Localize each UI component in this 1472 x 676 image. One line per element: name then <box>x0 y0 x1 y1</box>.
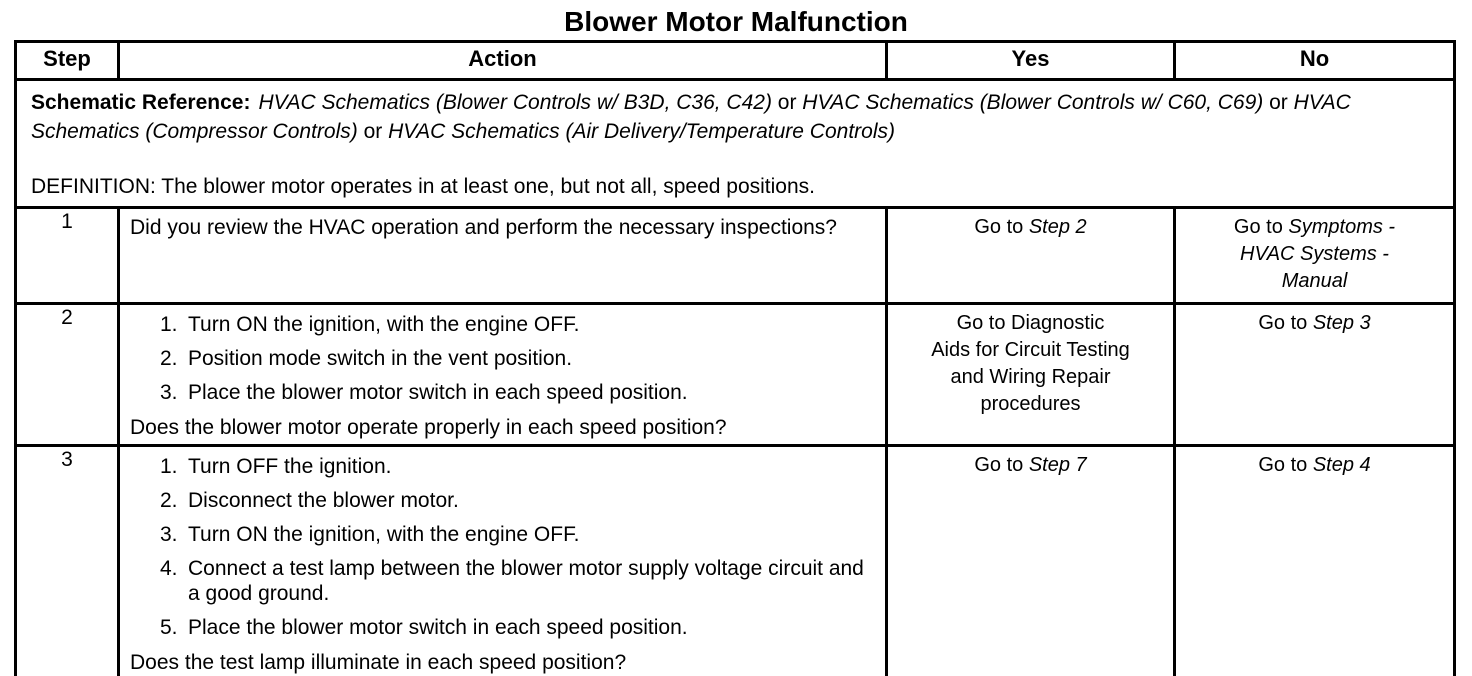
reference-cell: Schematic Reference: HVAC Schematics (Blo… <box>14 78 1456 209</box>
list-item-text: Position mode switch in the vent positio… <box>188 347 573 370</box>
action-question-1: Did you review the HVAC operation and pe… <box>130 216 837 239</box>
yes-cell-2: Go to Diagnostic Aids for Circuit Testin… <box>885 302 1176 447</box>
goto-prefix: Go to <box>1258 454 1313 476</box>
list-item-text: Turn ON the ignition, with the engine OF… <box>188 313 580 336</box>
list-item-number: 1. <box>160 455 178 478</box>
reference-row: Schematic Reference: HVAC Schematics (Blo… <box>14 78 1456 209</box>
list-item-text: Turn OFF the ignition. <box>188 455 392 478</box>
action-list-item: 1. Turn OFF the ignition. <box>160 454 877 479</box>
list-item-number: 5. <box>160 616 178 639</box>
table-header-row: Step Action Yes No <box>14 40 1456 81</box>
action-list-item: 4. Connect a test lamp between the blower… <box>160 556 877 606</box>
table-row-step-1: 1 Did you review the HVAC operation and … <box>14 206 1456 305</box>
list-item-text: Turn ON the ignition, with the engine OF… <box>188 523 580 546</box>
list-item-number: 2. <box>160 347 178 370</box>
action-cell-2: 1. Turn ON the ignition, with the engine … <box>117 302 888 447</box>
step-number-2: 2 <box>14 302 120 447</box>
goto-prefix: Go to <box>1258 312 1313 334</box>
goto-target-step-3: Step 3 <box>1312 312 1371 334</box>
action-list-item: 2. Disconnect the blower motor. <box>160 488 877 513</box>
schematic-reference-2: HVAC Schematics (Blower Controls w/ C60,… <box>802 91 1264 114</box>
header-no: No <box>1173 40 1456 81</box>
goto-diagnostic-aids: Go to Diagnostic Aids for Circuit Testin… <box>931 312 1130 415</box>
action-question-2: Does the blower motor operate properly i… <box>130 416 727 439</box>
goto-target-step-2: Step 2 <box>1028 216 1087 238</box>
action-question-3: Does the test lamp illuminate in each sp… <box>130 651 627 674</box>
action-list-item: 1. Turn ON the ignition, with the engine … <box>160 312 877 337</box>
goto-target-step-4: Step 4 <box>1312 454 1371 476</box>
list-item-text: Connect a test lamp between the blower m… <box>188 557 864 605</box>
yes-cell-3: Go to Step 7 <box>885 444 1176 676</box>
action-list-item: 2. Position mode switch in the vent posit… <box>160 346 877 371</box>
no-cell-2: Go to Step 3 <box>1173 302 1456 447</box>
list-item-text: Place the blower motor switch in each sp… <box>188 616 688 639</box>
action-list-item: 5. Place the blower motor switch in each … <box>160 615 877 640</box>
goto-prefix: Go to <box>1233 216 1289 238</box>
list-item-number: 3. <box>160 523 178 546</box>
header-action: Action <box>117 40 888 81</box>
goto-target-symptoms-manual: Symptoms - HVAC Systems - Manual <box>1240 216 1396 292</box>
schematic-reference: Schematic Reference: HVAC Schematics (Blo… <box>31 88 1441 146</box>
reference-separator: or <box>357 120 389 143</box>
goto-prefix: Go to <box>974 216 1029 238</box>
no-cell-3: Go to Step 4 <box>1173 444 1456 676</box>
step-number-1: 1 <box>14 206 120 305</box>
list-item-text: Disconnect the blower motor. <box>188 489 459 512</box>
header-step: Step <box>14 40 120 81</box>
list-item-number: 2. <box>160 489 178 512</box>
action-cell-3: 1. Turn OFF the ignition. 2. Disconnect th… <box>117 444 888 676</box>
reference-separator: or <box>1263 91 1294 114</box>
list-item-number: 4. <box>160 557 178 580</box>
schematic-reference-label: Schematic Reference: <box>31 91 251 114</box>
schematic-reference-3: HVAC Schematics (Compressor Controls) <box>31 91 1351 143</box>
reference-separator: or <box>771 91 803 114</box>
schematic-reference-1: HVAC Schematics (Blower Controls w/ B3D,… <box>258 91 772 114</box>
action-cell-1: Did you review the HVAC operation and pe… <box>117 206 888 305</box>
no-cell-1: Go to Symptoms - HVAC Systems - Manual <box>1173 206 1456 305</box>
definition-text: DEFINITION: The blower motor operates in… <box>31 175 816 198</box>
action-list-item: 3. Turn ON the ignition, with the engine … <box>160 522 877 547</box>
list-item-text: Place the blower motor switch in each sp… <box>188 381 688 404</box>
goto-target-step-7: Step 7 <box>1028 454 1087 476</box>
action-list-item: 3. Place the blower motor switch in each … <box>160 380 877 405</box>
goto-prefix: Go to <box>974 454 1029 476</box>
page-title: Blower Motor Malfunction <box>564 6 908 37</box>
yes-cell-1: Go to Step 2 <box>885 206 1176 305</box>
table-row-step-3: 3 1. Turn OFF the ignition. 2. Disconnect … <box>14 444 1456 676</box>
header-yes: Yes <box>885 40 1176 81</box>
table-row-step-2: 2 1. Turn ON the ignition, with the engin… <box>14 302 1456 447</box>
diagnostic-table: Step Action Yes No Schematic Reference:H… <box>14 40 1456 676</box>
step-number-3: 3 <box>14 444 120 676</box>
schematic-reference-4: HVAC Schematics (Air Delivery/Temperatur… <box>388 120 895 143</box>
list-item-number: 3. <box>160 381 178 404</box>
list-item-number: 1. <box>160 313 178 336</box>
